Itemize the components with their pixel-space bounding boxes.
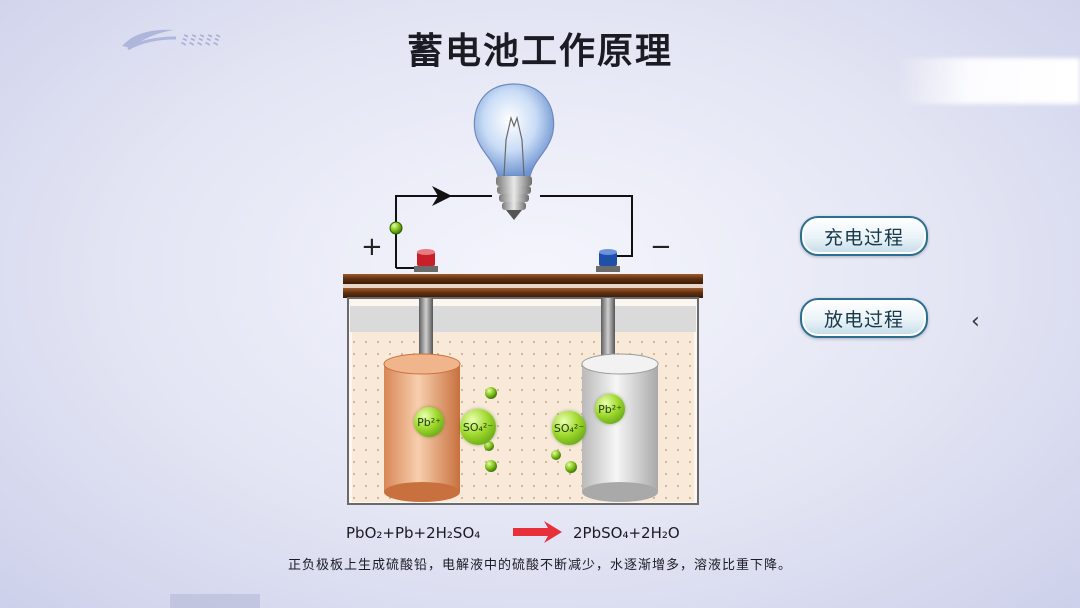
negative-rod bbox=[601, 298, 615, 368]
negative-plate bbox=[581, 353, 659, 502]
positive-sign: + bbox=[361, 232, 383, 262]
equation-products: 2PbSO₄+2H₂O bbox=[573, 524, 680, 542]
reaction-arrow-icon bbox=[513, 521, 562, 543]
positive-terminal bbox=[414, 249, 438, 272]
light-bulb-icon bbox=[473, 83, 555, 220]
logo-text: ﾐﾐﾐﾐﾐ bbox=[180, 33, 220, 49]
caption-text: 正负极板上生成硫酸铅，电解液中的硫酸不断减少，水逐渐增多，溶液比重下降。 bbox=[287, 558, 792, 573]
equation-reactants: PbO₂+Pb+2H₂SO₄ bbox=[346, 524, 481, 542]
charge-process-button[interactable]: 充电过程 bbox=[800, 216, 928, 256]
discharge-process-button[interactable]: 放电过程 bbox=[800, 298, 928, 338]
small-ions bbox=[484, 387, 577, 473]
chevron-left-icon[interactable]: ‹ bbox=[971, 309, 980, 334]
top-right-glare bbox=[895, 58, 1080, 104]
negative-terminal bbox=[596, 249, 620, 272]
ion-pb-left: Pb²⁺ bbox=[414, 407, 444, 437]
ion-pb-right: Pb²⁺ bbox=[595, 394, 625, 424]
battery-lid bbox=[343, 274, 703, 298]
negative-sign: − bbox=[650, 232, 672, 262]
ion-so4-right: SO₄²⁻ bbox=[552, 411, 586, 445]
bottom-control-strip bbox=[170, 594, 260, 608]
positive-rod bbox=[419, 298, 433, 368]
ion-so4-left: SO₄²⁻ bbox=[460, 409, 496, 445]
current-arrow-icon bbox=[432, 186, 452, 206]
switch-knob bbox=[389, 221, 403, 235]
logo-swoosh-icon bbox=[122, 29, 177, 51]
page-title: 蓄电池工作原理 bbox=[406, 30, 673, 72]
logo: ﾐﾐﾐﾐﾐ bbox=[118, 24, 268, 52]
